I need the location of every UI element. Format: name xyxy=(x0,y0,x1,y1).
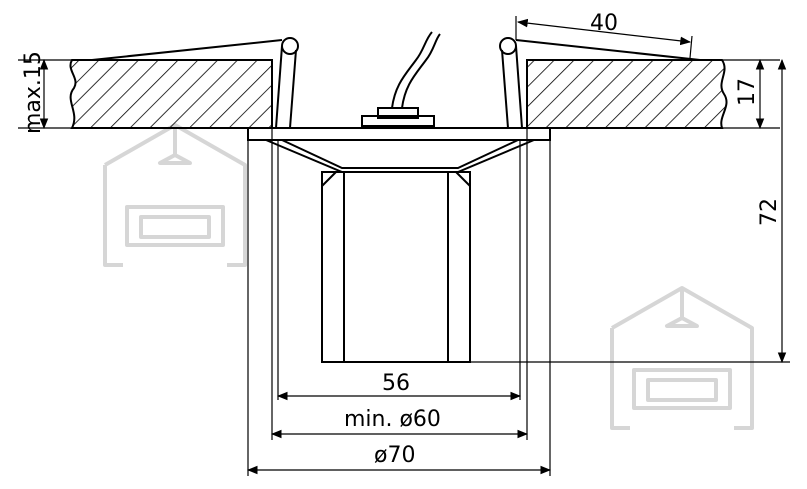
dimension-flange-diameter: ø70 xyxy=(246,443,552,475)
dimension-clamp-width: 40 xyxy=(515,11,693,59)
dimension-label-body-width: 56 xyxy=(382,371,410,396)
dimension-label-flange-diameter: ø70 xyxy=(374,443,415,468)
dimension-label-frame-height: 17 xyxy=(735,78,760,106)
dimension-label-cutout: min. ø60 xyxy=(344,407,441,432)
dimension-total-height: 72 xyxy=(757,58,787,364)
dimension-body-width: 56 xyxy=(276,371,522,401)
ceiling-right-section xyxy=(526,59,728,129)
house-sofa-watermark-icon xyxy=(103,123,247,267)
ceiling-left-section xyxy=(69,59,273,129)
power-cable xyxy=(361,31,441,127)
house-sofa-watermark-icon xyxy=(610,286,754,430)
crystal-body xyxy=(321,171,471,363)
dimension-cutout: min. ø60 xyxy=(270,407,529,439)
dimension-label-total-height: 72 xyxy=(757,198,782,226)
dimension-frame-height: 17 xyxy=(735,58,765,130)
lamp-flange xyxy=(247,127,551,173)
spring-clamp-left xyxy=(91,37,299,129)
dimension-label-clamp-width: 40 xyxy=(590,11,618,36)
dimension-max-thickness: max.15 xyxy=(21,51,49,134)
dimension-label-max-thickness: max.15 xyxy=(21,51,46,134)
